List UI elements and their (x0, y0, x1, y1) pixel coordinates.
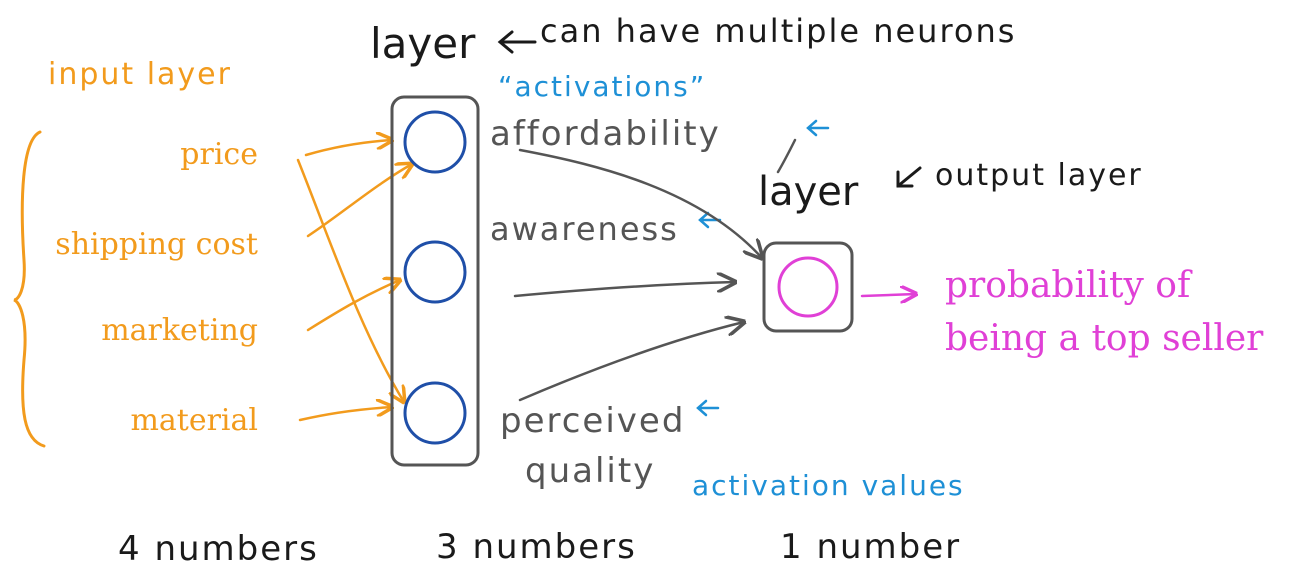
arrow-right-icon (860, 294, 916, 296)
hidden-arrow (518, 322, 744, 402)
activation-values-label: activation values (692, 469, 965, 502)
feature-affordability: affordability (490, 114, 721, 154)
output-description-line2: being a top seller (945, 318, 1264, 359)
feature-perceived: perceived (500, 401, 685, 441)
input-material: material (130, 403, 258, 438)
hidden-arrow (513, 282, 735, 298)
output-count: 1 number (780, 527, 961, 567)
arrow-left-icon (896, 166, 922, 188)
input-shipping-cost: shipping cost (55, 227, 258, 262)
output-layer-note: output layer (935, 158, 1143, 193)
curly-brace-icon (13, 130, 46, 448)
input-price: price (180, 137, 258, 172)
hidden-neuron-3 (403, 381, 467, 445)
arrow-left-icon (497, 30, 537, 54)
hidden-layer-title: layer (370, 19, 476, 68)
activations-label: “activations” (498, 70, 706, 103)
input-arrow (298, 407, 392, 422)
output-description-line1: probability of (945, 265, 1193, 306)
feature-quality: quality (525, 451, 655, 491)
input-arrow (306, 164, 412, 238)
output-neuron (777, 256, 839, 318)
arrow-left-icon (696, 399, 720, 417)
hidden-layer-box (390, 95, 480, 467)
arrow-left-icon (806, 119, 830, 137)
input-arrows (296, 140, 412, 422)
hidden-neuron-2 (403, 240, 467, 304)
input-arrow (296, 158, 404, 402)
hidden-layer-note: can have multiple neurons (540, 12, 1016, 50)
input-arrow (306, 280, 400, 332)
input-count: 4 numbers (118, 529, 319, 569)
input-arrow (304, 140, 392, 157)
affordability-pointer (776, 138, 797, 174)
hidden-to-output-arrows (513, 148, 762, 402)
hidden-arrow (518, 148, 762, 258)
output-layer-title: layer (758, 169, 859, 215)
feature-awareness: awareness (490, 210, 679, 248)
input-marketing: marketing (101, 313, 258, 348)
hidden-neuron-1 (403, 110, 467, 174)
hidden-count: 3 numbers (436, 527, 637, 567)
input-layer-label: input layer (48, 57, 232, 92)
output-layer-box (762, 241, 854, 333)
